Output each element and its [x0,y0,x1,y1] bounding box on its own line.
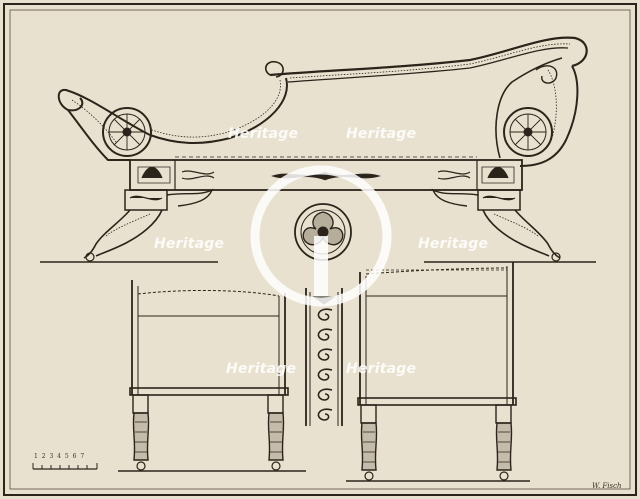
back-scroll [264,60,284,78]
left-rosette [102,107,152,157]
right-rosette [503,107,553,157]
seat-rail [129,159,523,191]
back-sweep [149,77,288,144]
watermark-text: Heritage [418,236,489,252]
watermark-text: Heritage [154,236,225,252]
right-arm-front [519,65,579,167]
sofa-back-top [269,36,588,77]
watermark-text: Heritage [346,361,417,377]
watermark-logo [250,165,392,307]
scale-label: 1 2 3 4 5 6 7 [34,453,86,460]
watermark-text: Heritage [346,126,417,142]
left-end-elevation [129,280,289,471]
ornament-strip [305,288,343,426]
right-bracket-scroll [431,188,479,207]
back-sweep-reeding [151,79,281,138]
left-arm-reeding [71,99,117,143]
artist-signature: W. Fisch [592,482,622,490]
inner-border [9,9,631,490]
right-arm-volute [535,65,558,84]
scale-bar [32,463,98,470]
outer-border [3,3,637,496]
left-arm-front [67,109,130,161]
sofa-back-reeding [289,43,571,79]
right-paw-foot [514,209,561,259]
watermark-text: Heritage [226,361,297,377]
left-paw-foot [83,209,131,259]
sofa-back-inner [287,47,569,83]
watermark-text: Heritage [228,126,299,142]
right-end-elevation [357,262,517,481]
right-arm-reeding [547,69,557,139]
left-bracket-scroll [166,188,214,207]
sofa-elevation [57,36,588,262]
right-arm-inner [495,57,563,159]
